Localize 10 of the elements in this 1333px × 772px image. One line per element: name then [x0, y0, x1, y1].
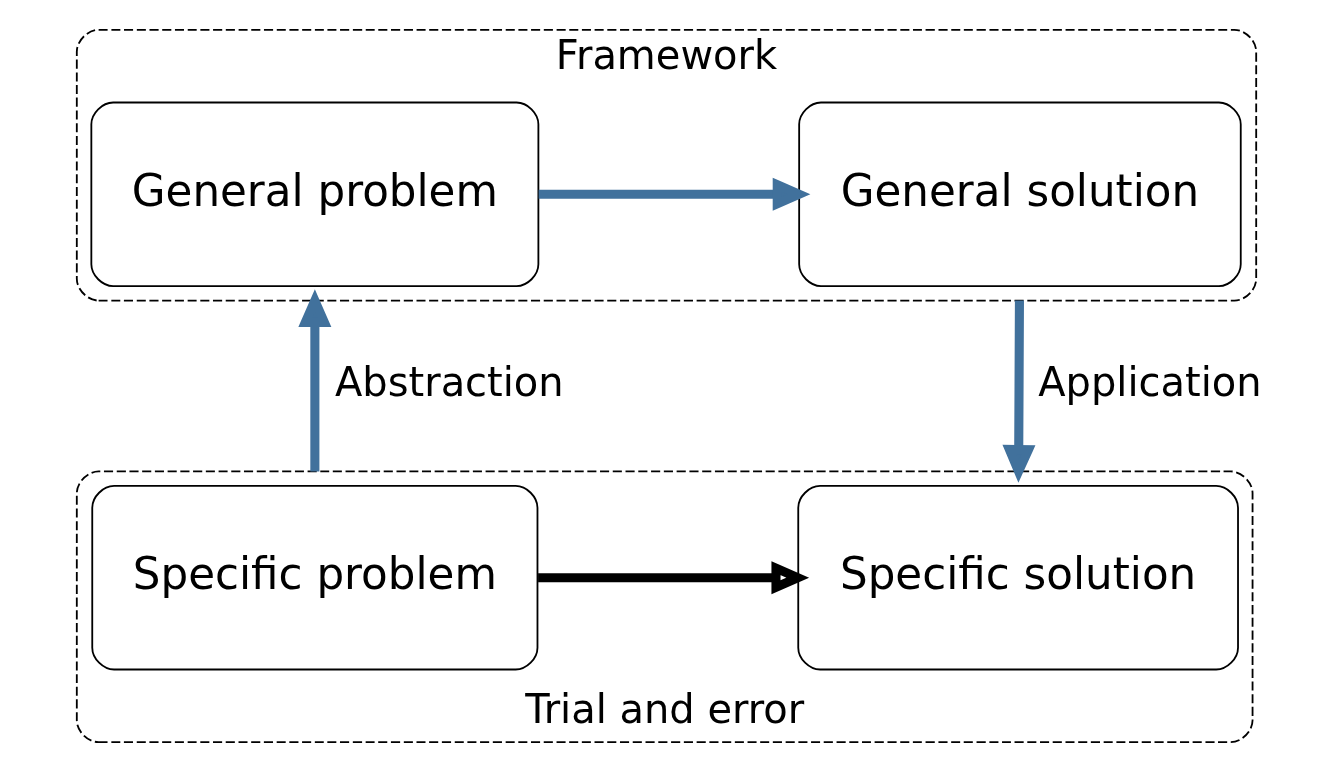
node-box: Specific problem: [91, 485, 539, 671]
arrow: [298, 289, 332, 472]
edge-label: Application: [1038, 359, 1262, 406]
node-box: General problem: [90, 101, 540, 287]
arrow: [1002, 300, 1036, 483]
node-box: General solution: [798, 101, 1242, 287]
node-box: Specific solution: [797, 485, 1239, 671]
edge-label: Abstraction: [335, 359, 564, 406]
arrow: [538, 561, 810, 595]
arrow: [538, 177, 811, 211]
